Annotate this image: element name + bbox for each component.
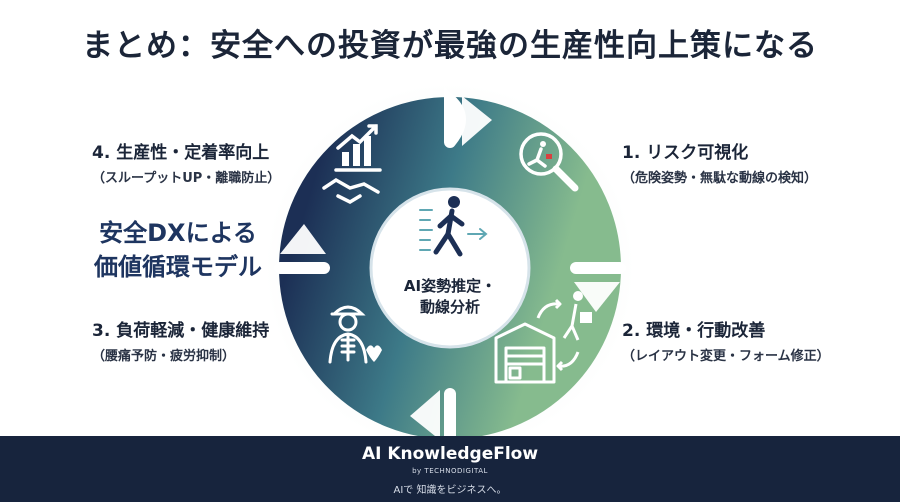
footer-byline: by TECHNODIGITAL bbox=[412, 467, 488, 475]
center-label-line1: AI姿勢推定・ bbox=[403, 277, 497, 295]
spine-heart-icon bbox=[328, 305, 382, 364]
step-2-subtitle: （レイアウト変更・フォーム修正） bbox=[622, 349, 830, 364]
step-2-title: 2. 環境・行動改善 bbox=[622, 321, 766, 341]
arrow-left bbox=[280, 224, 326, 254]
footer-tagline: AIで 知識をビジネスへ。 bbox=[393, 485, 507, 496]
model-caption-line2: 価値循環モデル bbox=[94, 253, 262, 281]
flow-arrows bbox=[280, 96, 620, 436]
step-4-title: 4. 生産性・定着率向上 bbox=[92, 143, 270, 163]
chart-handshake-icon bbox=[322, 124, 382, 204]
arrow-right bbox=[574, 282, 620, 312]
center-label-line2: 動線分析 bbox=[419, 298, 480, 316]
magnifier-worker-icon bbox=[519, 132, 579, 192]
step-3-subtitle: （腰痛予防・疲労抑制） bbox=[92, 349, 236, 364]
center-label: AI姿勢推定・ 動線分析 bbox=[380, 276, 520, 318]
step-4-label: 4. 生産性・定着率向上 （スループットUP・離職防止） bbox=[92, 138, 280, 186]
step-2-label: 2. 環境・行動改善 （レイアウト変更・フォーム修正） bbox=[622, 316, 830, 364]
arrow-top bbox=[462, 96, 492, 146]
segment-dividers bbox=[274, 86, 626, 436]
model-caption-line1: 安全DXによる bbox=[99, 219, 257, 247]
step-1-subtitle: （危険姿勢・無駄な動線の検知） bbox=[622, 171, 818, 186]
step-3-title: 3. 負荷軽減・健康維持 bbox=[92, 321, 270, 341]
warehouse-worker-icon bbox=[494, 291, 592, 384]
step-4-subtitle: （スループットUP・離職防止） bbox=[92, 171, 281, 186]
step-1-label: 1. リスク可視化 （危険姿勢・無駄な動線の検知） bbox=[622, 138, 817, 186]
page-title: まとめ：安全への投資が最強の生産性向上策になる bbox=[82, 28, 818, 64]
step-3-label: 3. 負荷軽減・健康維持 （腰痛予防・疲労抑制） bbox=[92, 316, 269, 364]
model-caption: 安全DXによる 価値循環モデル bbox=[78, 216, 278, 284]
walking-person-icon bbox=[419, 196, 488, 257]
arrow-bottom bbox=[410, 390, 440, 436]
footer-bar: AI KnowledgeFlow by TECHNODIGITAL AIで 知識… bbox=[0, 436, 900, 502]
cycle-diagram bbox=[262, 80, 638, 436]
step-1-title: 1. リスク可視化 bbox=[622, 143, 749, 163]
footer-brand: AI KnowledgeFlow bbox=[361, 444, 539, 464]
